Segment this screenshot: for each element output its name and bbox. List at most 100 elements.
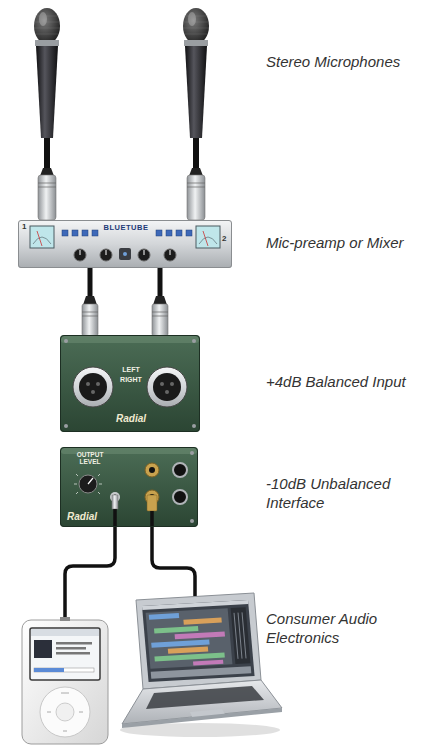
preamp-unit <box>166 230 172 236</box>
laptop-computer <box>193 660 223 666</box>
ipod-player <box>31 629 99 636</box>
xlr-plug-right <box>152 312 168 316</box>
balanced-input-box <box>147 367 187 407</box>
preamp-unit <box>106 250 107 255</box>
unbalanced-output-box <box>190 519 194 523</box>
laptop-computer <box>151 666 252 679</box>
preamp-unit <box>123 252 127 256</box>
laptop-computer <box>234 612 246 658</box>
laptop-computer <box>149 613 179 620</box>
preamp-unit <box>30 226 54 248</box>
unbalanced-output-box <box>145 463 159 477</box>
balanced-input-box <box>60 335 200 432</box>
preamp-unit <box>144 250 145 255</box>
unbalanced-output-box <box>60 447 198 527</box>
preamp-unit <box>92 230 98 236</box>
preamp-unit <box>80 250 81 255</box>
unbalanced-output-box <box>173 490 187 504</box>
preamp-unit <box>37 231 42 246</box>
audio-cables <box>112 495 118 509</box>
preamp-unit <box>18 220 232 268</box>
microphone-left <box>34 8 60 220</box>
ipod-player <box>34 668 94 672</box>
microphone-left <box>34 8 60 220</box>
preamp-unit <box>72 230 78 236</box>
balanced-input-panel: LEFTRIGHTRadial <box>60 335 200 432</box>
preamp-unit <box>119 248 131 260</box>
preamp-panel: 1 BLUETUBE 2 <box>18 220 232 268</box>
balanced-input-box <box>192 424 196 428</box>
audio-cables <box>65 509 115 619</box>
preamp-unit <box>170 250 171 255</box>
panel-marking: 2 <box>222 235 231 243</box>
balanced-input-box <box>170 382 174 386</box>
laptop-computer <box>142 600 255 682</box>
unbalanced-output-box <box>79 475 97 493</box>
xlr-plug-right <box>152 304 168 336</box>
ipod-player <box>34 640 52 658</box>
laptop-computer <box>120 593 282 737</box>
ipod-player <box>47 693 83 731</box>
ipod-player <box>30 628 100 680</box>
balanced-input-box <box>153 373 181 401</box>
ipod-player <box>22 617 108 744</box>
preamp-unit <box>74 249 86 261</box>
laptop-computer <box>142 600 255 682</box>
caption-label: Stereo Microphones <box>266 52 421 71</box>
balanced-input-box <box>64 339 68 343</box>
xlr-plug-left <box>82 312 98 316</box>
caption-label: -10dB Unbalanced Interface <box>266 474 406 512</box>
panel-marking: Radial <box>103 414 159 425</box>
preamp-unit <box>164 249 176 261</box>
balanced-input-box <box>165 390 169 394</box>
laptop-computer <box>151 639 209 647</box>
ipod-player <box>40 687 90 737</box>
xlr-plug-left <box>82 304 98 336</box>
unbalanced-output-box <box>60 447 198 527</box>
caption-label: Mic-preamp or Mixer <box>266 233 421 252</box>
balanced-input-box <box>192 339 196 343</box>
preamp-unit <box>62 230 68 236</box>
caption-label: +4dB Balanced Input <box>266 372 421 391</box>
balanced-input-box <box>73 367 113 407</box>
panel-marking: BLUETUBE <box>98 224 154 232</box>
preamp-unit <box>199 237 217 244</box>
ipod-player <box>34 668 64 672</box>
unbalanced-output-box <box>173 463 187 477</box>
balanced-input-box <box>79 373 107 401</box>
preamp-unit <box>82 230 88 236</box>
ipod-player <box>22 620 108 744</box>
laptop-computer <box>146 608 233 669</box>
ipod-player <box>60 617 70 621</box>
balanced-input-box <box>96 382 100 386</box>
unbalanced-output-panel: OUTPUT LEVELRadial <box>60 447 198 527</box>
preamp-unit <box>176 230 182 236</box>
xlr-plug-left <box>83 296 97 305</box>
xlr-plug-right <box>152 296 168 336</box>
ipod-player <box>56 652 90 655</box>
laptop-computer <box>231 607 251 664</box>
xlr-plug-right <box>153 296 167 305</box>
preamp-unit <box>18 220 232 268</box>
laptop-computer <box>175 631 225 639</box>
unbalanced-output-box <box>74 474 102 494</box>
microphone-right <box>183 8 209 220</box>
preamp-unit <box>156 230 162 236</box>
preamp-unit <box>186 230 192 236</box>
preamp-unit <box>33 237 51 244</box>
preamp-unit <box>100 249 112 261</box>
balanced-input-box <box>86 382 90 386</box>
laptop-computer <box>154 626 198 633</box>
balanced-input-box <box>61 336 199 343</box>
unbalanced-output-box <box>149 467 155 473</box>
caption-label: Consumer Audio Electronics <box>266 609 406 647</box>
panel-marking: 1 <box>22 223 32 231</box>
panel-marking: Radial <box>67 512 109 523</box>
preamp-unit <box>196 226 220 248</box>
audio-cables <box>147 495 157 511</box>
balanced-input-box <box>60 335 200 432</box>
preamp-unit <box>138 249 150 261</box>
unbalanced-output-box <box>88 478 93 484</box>
